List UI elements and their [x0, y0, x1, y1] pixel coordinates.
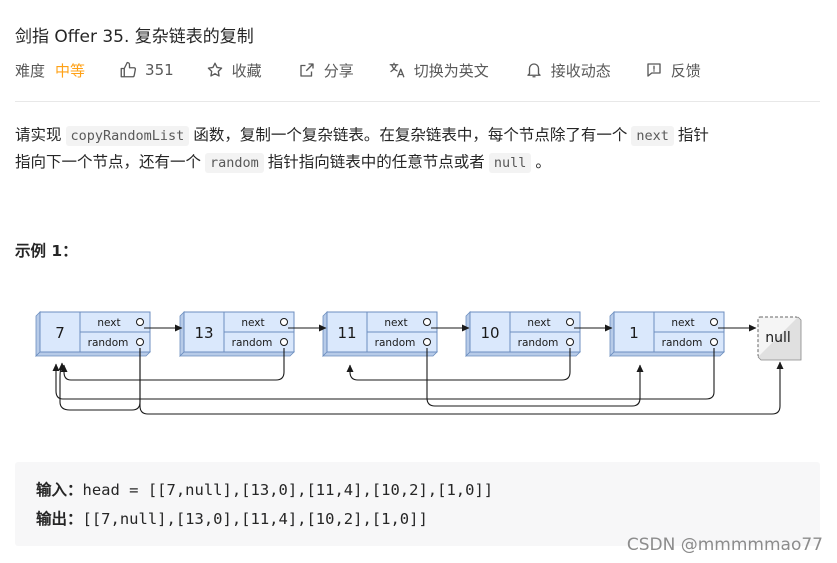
- difficulty-label: 难度: [15, 61, 46, 80]
- list-node: 1 next random: [609, 311, 725, 357]
- output-value: [[7,null],[13,0],[11,4],[10,2],[1,0]]: [82, 510, 428, 528]
- share-label: 分享: [323, 61, 354, 80]
- description-text: 指针指向链表中的任意节点或者: [267, 153, 485, 171]
- star-icon: [207, 62, 222, 77]
- favorite-label: 收藏: [231, 61, 262, 80]
- feedback-icon: [647, 63, 661, 77]
- random-arrow: [60, 348, 285, 381]
- notify-button[interactable]: 接收动态: [525, 60, 611, 81]
- inline-code: next: [631, 126, 674, 146]
- random-pointer-label: random: [232, 337, 273, 349]
- list-node: 10 next random: [465, 311, 581, 357]
- example-code-block: 输入：head = [[7,null],[13,0],[11,4],[10,2]…: [15, 462, 820, 546]
- next-pointer-label: next: [527, 317, 550, 329]
- inline-code: null: [488, 153, 532, 173]
- description-text: 请实现: [15, 126, 62, 144]
- random-arrow: [426, 348, 644, 407]
- inline-code: random: [205, 153, 264, 173]
- example-input: 输入：head = [[7,null],[13,0],[11,4],[10,2]…: [36, 478, 493, 500]
- node-value: 11: [337, 324, 356, 342]
- node-value: 13: [194, 324, 213, 342]
- notify-label: 接收动态: [550, 61, 611, 80]
- random-pointer-label: random: [88, 337, 129, 349]
- like-button[interactable]: 351: [119, 61, 174, 79]
- next-pointer-label: next: [671, 317, 694, 329]
- next-pointer-label: next: [241, 317, 264, 329]
- node-value: 10: [480, 324, 499, 342]
- example-title: 示例 1：: [15, 242, 78, 260]
- input-label: 输入：: [36, 481, 83, 499]
- list-node: 13 next random: [179, 311, 295, 357]
- switch-language-label: 切换为英文: [413, 61, 489, 80]
- description-text: 指向下一个节点，还有一个: [15, 153, 202, 171]
- divider: [15, 101, 820, 102]
- feedback-button[interactable]: 反馈: [645, 60, 701, 81]
- random-pointer-label: random: [375, 337, 416, 349]
- watermark: CSDN @mmmmmao77: [626, 535, 823, 555]
- problem-meta-bar: 难度 中等 351 收藏 分享 切换为英文 接收动态 反馈: [15, 58, 701, 82]
- favorite-button[interactable]: 收藏: [206, 60, 262, 81]
- list-node: 11 next random: [322, 311, 438, 357]
- random-arrow: [52, 348, 715, 400]
- translate-icon: [389, 62, 405, 78]
- feedback-label: 反馈: [670, 61, 701, 80]
- next-pointer-label: next: [384, 317, 407, 329]
- null-label: null: [765, 330, 791, 346]
- share-button[interactable]: 分享: [298, 60, 354, 81]
- node-value: 1: [629, 324, 639, 342]
- inline-code: copyRandomList: [65, 126, 190, 146]
- difficulty-badge: 中等: [55, 61, 86, 80]
- node-value: 7: [55, 324, 65, 342]
- input-value: head = [[7,null],[13,0],[11,4],[10,2],[1…: [82, 481, 494, 499]
- thumbs-up-icon: [120, 61, 137, 78]
- description-text: 函数，复制一个复杂链表。在复杂链表中，每个节点除了有一个: [193, 126, 628, 144]
- list-node: 7 next random: [35, 311, 151, 357]
- share-icon: [300, 63, 314, 77]
- random-pointer-label: random: [518, 337, 559, 349]
- switch-language-button[interactable]: 切换为英文: [388, 60, 489, 81]
- description-text: 。: [535, 153, 551, 171]
- random-arrow: [346, 348, 571, 381]
- output-label: 输出：: [36, 510, 83, 528]
- next-pointer-label: next: [97, 317, 120, 329]
- bell-icon: [527, 63, 541, 78]
- null-node: null: [757, 316, 802, 361]
- problem-title: 剑指 Offer 35. 复杂链表的复制: [15, 27, 254, 47]
- random-arrow: [58, 348, 141, 411]
- example-output: 输出：[[7,null],[13,0],[11,4],[10,2],[1,0]]: [36, 507, 428, 529]
- random-arrow: [139, 348, 784, 415]
- linked-list-diagram: 7 next random 13 next random 11 next random 10 nex…: [35, 311, 802, 415]
- like-count: 351: [145, 61, 174, 79]
- description-text: 指针: [677, 126, 709, 144]
- random-pointer-label: random: [662, 337, 703, 349]
